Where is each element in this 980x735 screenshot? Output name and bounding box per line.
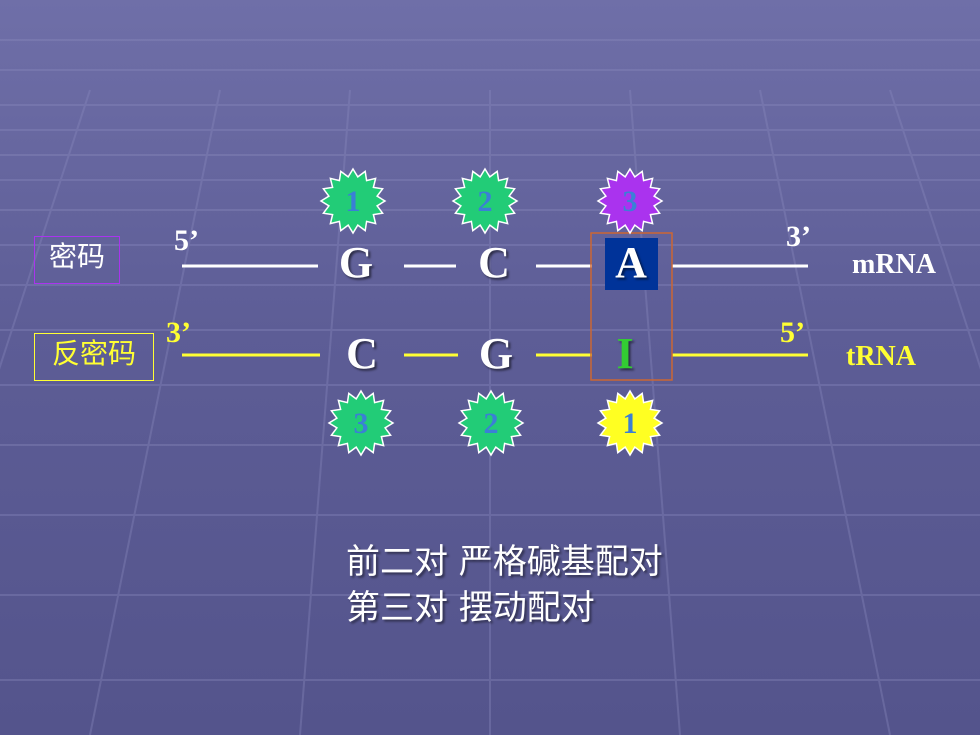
mrna-5prime-label: 5’ xyxy=(174,224,199,257)
badge-bottom-1-number: 3 xyxy=(354,407,369,440)
badge-top-1-number: 1 xyxy=(346,185,361,218)
badge-bottom-3: 1 xyxy=(597,390,663,456)
mrna-base-2: C xyxy=(478,238,510,287)
wobble-pair-box xyxy=(590,232,673,381)
highlight-base-bg xyxy=(605,238,658,290)
badge-bottom-2: 2 xyxy=(458,390,524,456)
trna-5prime-label: 5’ xyxy=(780,316,805,349)
trna-base-1: C xyxy=(346,329,378,378)
badge-bottom-1: 3 xyxy=(328,390,394,456)
trna-label: tRNA xyxy=(846,341,916,372)
badge-bottom-2-number: 2 xyxy=(484,407,499,440)
trna-3prime-label: 3’ xyxy=(166,316,191,349)
badge-top-3-number: 3 xyxy=(623,185,638,218)
note-strict-pairing: 前二对 严格碱基配对 xyxy=(346,542,663,582)
badge-top-1: 1 xyxy=(320,168,386,234)
trna-base-3: I xyxy=(616,329,634,378)
anticodon-label: 反密码 xyxy=(34,333,154,381)
mrna-label: mRNA xyxy=(852,249,936,280)
badge-top-2: 2 xyxy=(452,168,518,234)
mrna-base-1: G xyxy=(338,238,374,287)
trna-base-2: G xyxy=(478,329,514,378)
mrna-base-3: A xyxy=(615,238,647,287)
codon-label: 密码 xyxy=(34,236,120,284)
badge-top-3: 3 xyxy=(597,168,663,234)
note-wobble-pairing: 第三对 摆动配对 xyxy=(346,588,595,628)
badge-bottom-3-number: 1 xyxy=(623,407,638,440)
badge-top-2-number: 2 xyxy=(478,185,493,218)
mrna-3prime-label: 3’ xyxy=(786,220,811,253)
